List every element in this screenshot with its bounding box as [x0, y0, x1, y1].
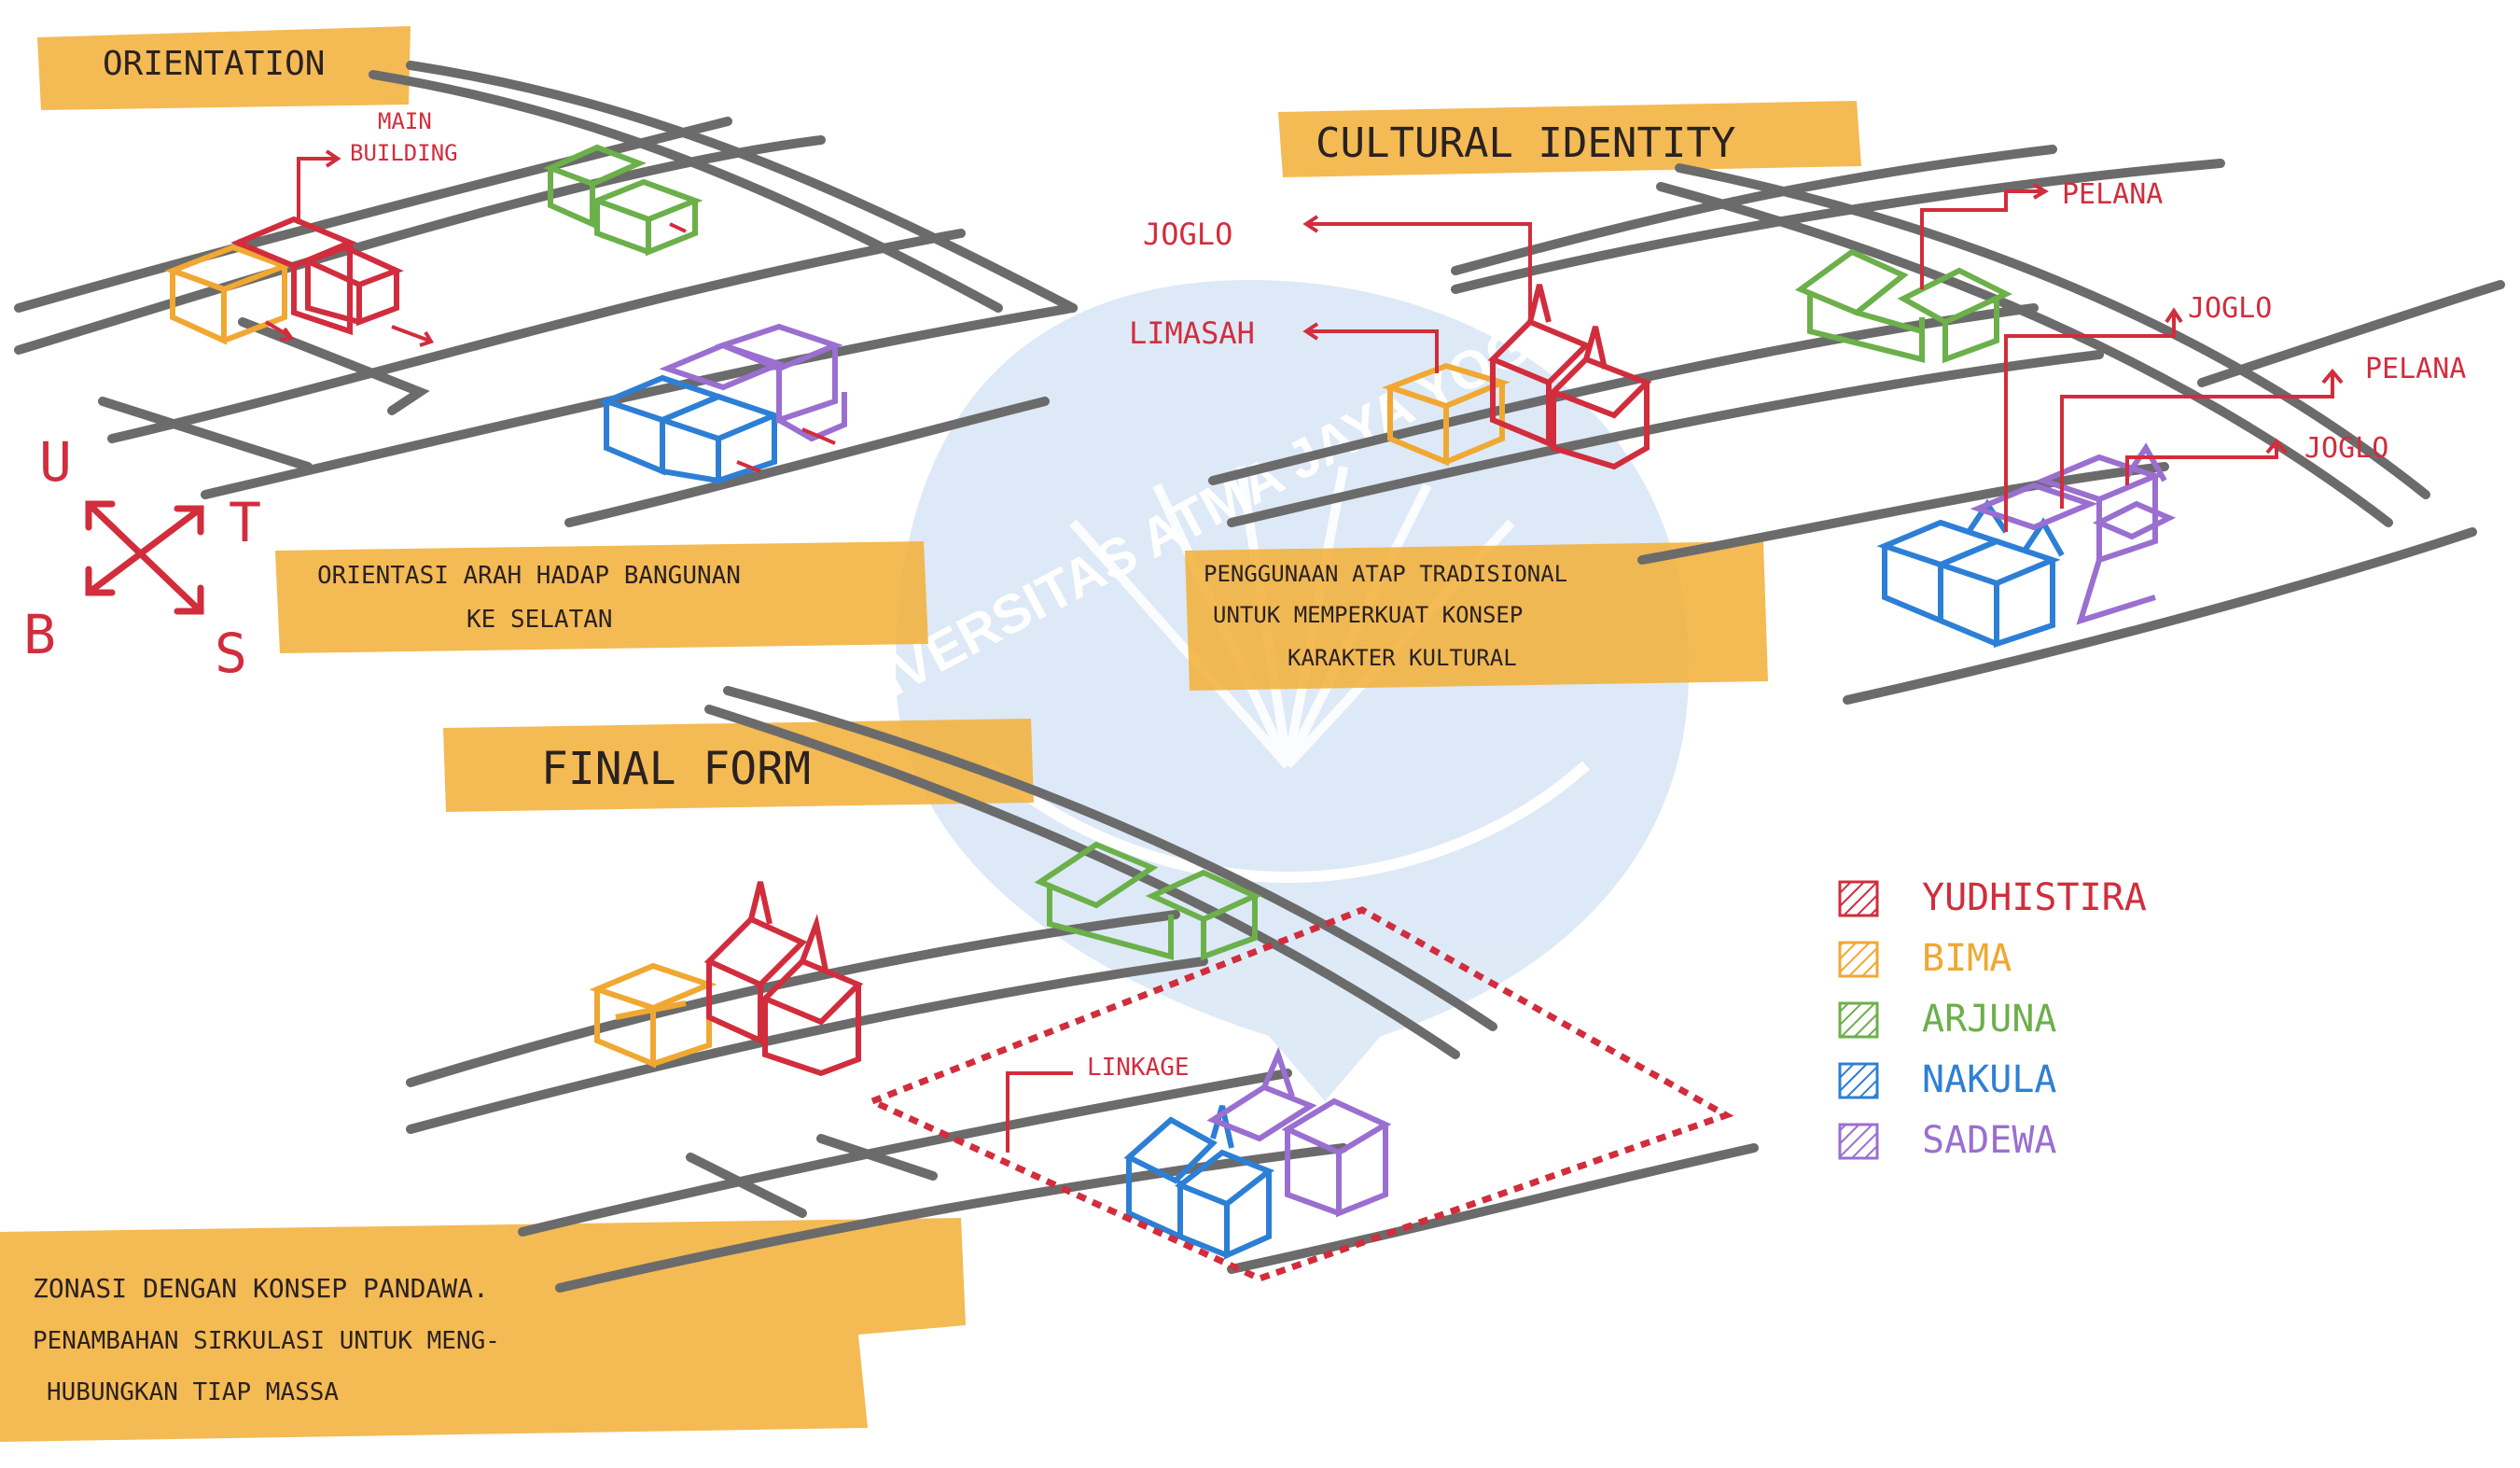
- cultural-title: CULTURAL IDENTITY: [1316, 119, 1735, 167]
- final-buildings: [589, 841, 1392, 1260]
- bima-limasan: [1382, 362, 1511, 467]
- arjuna-box-orientation: [543, 144, 703, 257]
- legend-label-bima: BIMA: [1922, 937, 2012, 980]
- orientation-caption-1: ORIENTASI ARAH HADAP BANGUNAN: [317, 562, 741, 590]
- legend-swatch-arjuna: [1838, 1001, 1879, 1039]
- legend-swatches: [1838, 880, 1879, 1160]
- highlight-bands: [0, 26, 1861, 1442]
- compass-icon: [85, 500, 204, 615]
- cultural-callouts: [1302, 183, 2344, 532]
- linkage-callout: [1006, 1071, 1073, 1153]
- compass-b: B: [23, 603, 56, 666]
- compass-s: S: [215, 622, 247, 685]
- nakula-box-orientation: [598, 374, 783, 485]
- main-building-label-2: BUILDING: [350, 140, 458, 166]
- legend-swatch-nakula: [1838, 1062, 1879, 1099]
- bima-box-orientation: [164, 244, 293, 345]
- final-title: FINAL FORM: [541, 743, 811, 795]
- label-joglo-left: JOGLO: [1143, 217, 1232, 252]
- sadewa-joglo-pelana: [1970, 442, 2177, 625]
- label-joglo-right-2: JOGLO: [2304, 432, 2388, 465]
- compass-t: T: [229, 491, 261, 554]
- legend-label-arjuna: ARJUNA: [1922, 998, 2057, 1041]
- legend-swatch-bima: [1838, 941, 1879, 978]
- final-caption-3: HUBUNGKAN TIAP MASSA: [47, 1378, 339, 1406]
- streets-orientation: [14, 61, 1078, 527]
- sadewa-box-orientation: [659, 323, 847, 442]
- orientation-buildings: [164, 144, 847, 485]
- streets-final: [406, 686, 1759, 1293]
- legend-swatch-sadewa: [1838, 1123, 1879, 1160]
- arjuna-pelana: [1794, 248, 2012, 364]
- linkage-path: [864, 906, 1734, 1282]
- legend-label-yudhistira: YUDHISTIRA: [1922, 876, 2147, 919]
- bima-final: [589, 962, 717, 1069]
- yudhistira-joglo: [1487, 284, 1652, 470]
- sadewa-final: [1206, 1046, 1392, 1218]
- orientation-title: ORIENTATION: [103, 45, 325, 83]
- cultural-caption-2: UNTUK MEMPERKUAT KONSEP: [1213, 602, 1523, 628]
- labels: ORIENTATION MAIN BUILDING U T B S ORIENT…: [23, 45, 2466, 1406]
- nakula-final: [1123, 1105, 1274, 1260]
- final-caption-2: PENAMBAHAN SIRKULASI UNTUK MENG-: [33, 1327, 500, 1355]
- cultural-caption-1: PENGGUNAAN ATAP TRADISIONAL: [1204, 561, 1567, 587]
- arjuna-final: [1034, 841, 1262, 961]
- cultural-caption-3: KARAKTER KULTURAL: [1288, 645, 1517, 671]
- orientation-arrows: [264, 149, 836, 473]
- yudhistira-box-orientation: [230, 216, 404, 336]
- yudhistira-final: [703, 881, 864, 1077]
- legend-label-sadewa: SADEWA: [1922, 1119, 2057, 1162]
- label-pelana-right: PELANA: [2365, 353, 2466, 385]
- label-pelana-top: PELANA: [2062, 178, 2163, 211]
- final-caption-1: ZONASI DENGAN KONSEP PANDAWA.: [33, 1273, 489, 1304]
- main-building-label-1: MAIN: [378, 108, 432, 134]
- compass-u: U: [39, 430, 72, 494]
- orientation-caption-2: KE SELATAN: [466, 606, 613, 634]
- cultural-buildings: [1382, 248, 2177, 649]
- label-joglo-right-1: JOGLO: [2188, 292, 2272, 325]
- label-limasan: LIMASAH: [1129, 315, 1255, 351]
- legend-label-nakula: NAKULA: [1922, 1058, 2057, 1101]
- linkage-label: LINKAGE: [1087, 1054, 1190, 1082]
- legend-swatch-yudhistira: [1838, 880, 1879, 917]
